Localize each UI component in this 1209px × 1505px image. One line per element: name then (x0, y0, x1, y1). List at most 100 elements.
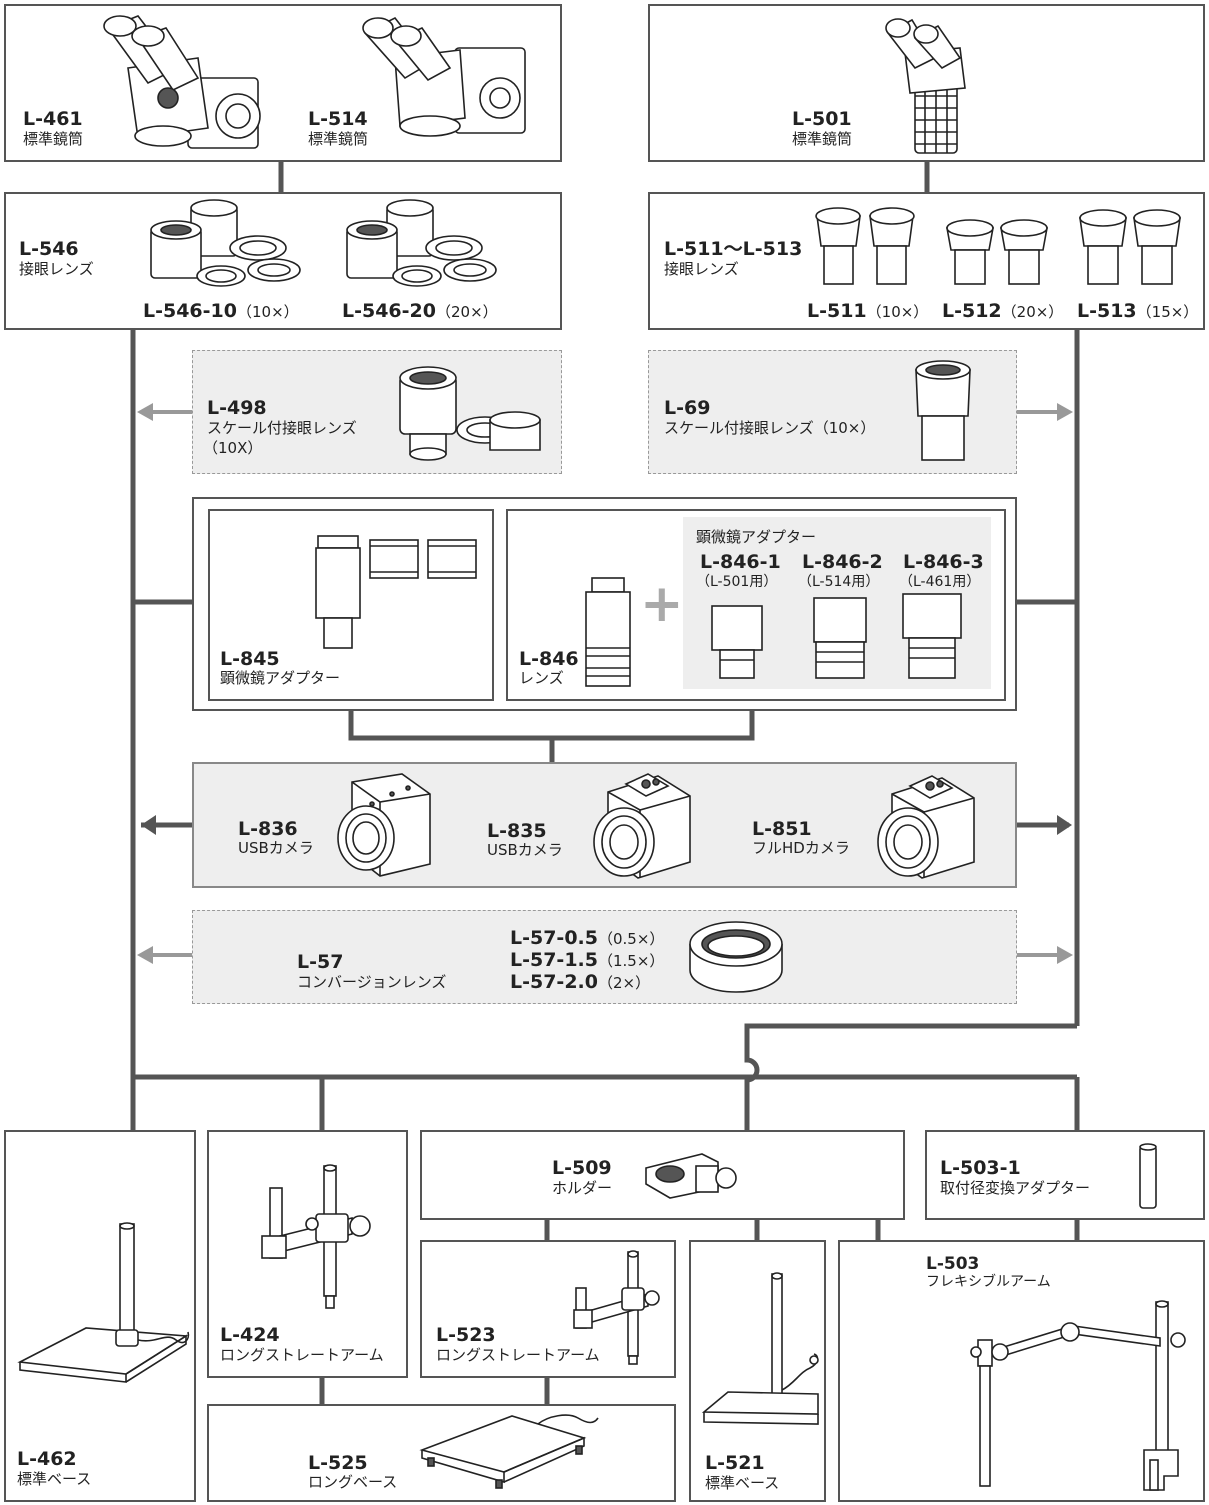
l836-code: L-836 (238, 818, 298, 840)
stereo-head-l461-icon (88, 8, 273, 156)
l511-mag: （10×） (866, 303, 929, 321)
l512-label: L-512（20×） (942, 300, 1063, 323)
l523-code: L-523 (436, 1324, 496, 1346)
l546-code: L-546 (19, 238, 79, 260)
conversion-lens-l57-icon (688, 918, 784, 996)
l498-name: スケール付接眼レンズ (207, 419, 357, 437)
eyepiece-pair-l511-icon (812, 206, 922, 288)
l462-name: 標準ベース (17, 1470, 92, 1488)
l851-code: L-851 (752, 818, 812, 840)
l846-3-code: L-846-3 (903, 551, 984, 573)
l498-code: L-498 (207, 397, 267, 419)
l846-code: L-846 (519, 648, 579, 670)
l424-code: L-424 (220, 1324, 280, 1346)
l846-3-use: （L-461用） (899, 574, 981, 590)
diameter-adapter-l503-1-icon (1136, 1142, 1160, 1212)
l424-name: ロングストレートアーム (220, 1346, 384, 1364)
eyepiece-set-l546-10-icon (146, 198, 311, 296)
hd-camera-l851-icon (872, 772, 978, 882)
long-arm-l424-icon (256, 1162, 376, 1312)
l513-code: L-513 (1077, 300, 1137, 322)
l845-name: 顕微鏡アダプター (220, 669, 341, 687)
l836-name: USBカメラ (238, 839, 314, 857)
l514-name: 標準鏡筒 (308, 130, 369, 148)
l511-513-code: L-511～L-513 (664, 238, 803, 260)
usb-camera-l835-icon (588, 770, 694, 882)
l835-name: USBカメラ (487, 841, 563, 859)
l57-15-code: L-57-1.5 (510, 949, 598, 971)
l513-label: L-513（15×） (1077, 300, 1198, 323)
l461-name: 標準鏡筒 (23, 130, 84, 148)
l57-05-mag: （0.5×） (597, 930, 665, 948)
l514-code: L-514 (308, 108, 368, 130)
stand-l521-box (689, 1240, 826, 1502)
l501-code: L-501 (792, 108, 852, 130)
l546-10-label: L-546-10（10×） (143, 300, 299, 323)
scale-eyepiece-l69-icon (910, 358, 975, 466)
l546-10-mag: （10×） (236, 303, 299, 321)
adapter-l846-2-icon (810, 596, 870, 682)
l57-05-code: L-57-0.5 (510, 927, 598, 949)
l69-name: スケール付接眼レンズ（10×） (664, 419, 876, 437)
l546-20-mag: （20×） (435, 303, 498, 321)
l57-code: L-57 (297, 951, 344, 973)
l846-2-code: L-846-2 (802, 551, 883, 573)
l503-1-code: L-503-1 (940, 1157, 1021, 1179)
l523-name: ロングストレートアーム (436, 1346, 600, 1364)
stand-l462-box (4, 1130, 196, 1502)
standard-base-l521-icon (700, 1272, 824, 1440)
l498-mag: （10X） (203, 439, 263, 457)
lens-l846-icon (582, 576, 634, 690)
l511-label: L-511（10×） (807, 300, 928, 323)
l846-1-use: （L-501用） (696, 574, 778, 590)
l513-mag: （15×） (1136, 303, 1199, 321)
l461-code: L-461 (23, 108, 83, 130)
l846-2-use: （L-514用） (798, 574, 880, 590)
conversion-lens-l57-box (192, 910, 1017, 1004)
l57-name: コンバージョンレンズ (297, 973, 447, 991)
l57-20-code: L-57-2.0 (510, 971, 598, 993)
l521-name: 標準ベース (705, 1474, 780, 1492)
l501-name: 標準鏡筒 (792, 130, 853, 148)
adapter-panel-title: 顕微鏡アダプター (696, 528, 817, 546)
l845-code: L-845 (220, 648, 280, 670)
monocular-head-l501-icon (880, 8, 975, 156)
l525-code: L-525 (308, 1452, 368, 1474)
adapter-l846-1-icon (708, 604, 766, 682)
l509-code: L-509 (552, 1157, 612, 1179)
l57-20-mag: （2×） (597, 974, 651, 992)
long-arm-l523-icon (570, 1248, 662, 1366)
l512-mag: （20×） (1001, 303, 1064, 321)
scale-eyepiece-l498-box (192, 350, 562, 474)
l846-name: レンズ (519, 669, 564, 687)
l546-10-code: L-546-10 (143, 300, 237, 322)
l57-05-label: L-57-0.5（0.5×） (510, 927, 664, 950)
adapter-l845-icon (310, 532, 480, 652)
l503-1-name: 取付径変換アダプター (940, 1179, 1091, 1197)
l462-code: L-462 (17, 1448, 77, 1470)
eyepiece-pair-l513-icon (1076, 208, 1188, 288)
l57-20-label: L-57-2.0（2×） (510, 971, 650, 994)
l851-name: フルHDカメラ (752, 839, 850, 857)
l512-code: L-512 (942, 300, 1002, 322)
usb-camera-l836-icon (332, 772, 434, 880)
l846-1-code: L-846-1 (700, 551, 781, 573)
l57-15-mag: （1.5×） (597, 952, 665, 970)
l69-code: L-69 (664, 397, 711, 419)
plus-symbol: + (640, 574, 684, 634)
eyepiece-pair-l512-icon (943, 218, 1055, 288)
l521-code: L-521 (705, 1452, 765, 1474)
holder-l509-icon (642, 1148, 742, 1204)
l509-name: ホルダー (552, 1179, 613, 1197)
l511-513-name: 接眼レンズ (664, 260, 739, 278)
stereo-head-l514-icon (350, 8, 540, 138)
eyepiece-set-l546-20-icon (342, 198, 507, 296)
flexible-arm-l503-icon (964, 1300, 1188, 1496)
l546-20-code: L-546-20 (342, 300, 436, 322)
l503-code: L-503 (926, 1254, 980, 1274)
l546-20-label: L-546-20（20×） (342, 300, 498, 323)
stand-l424-box (207, 1130, 408, 1378)
scale-eyepiece-l498-icon (390, 358, 545, 466)
l525-name: ロングベース (308, 1473, 398, 1491)
